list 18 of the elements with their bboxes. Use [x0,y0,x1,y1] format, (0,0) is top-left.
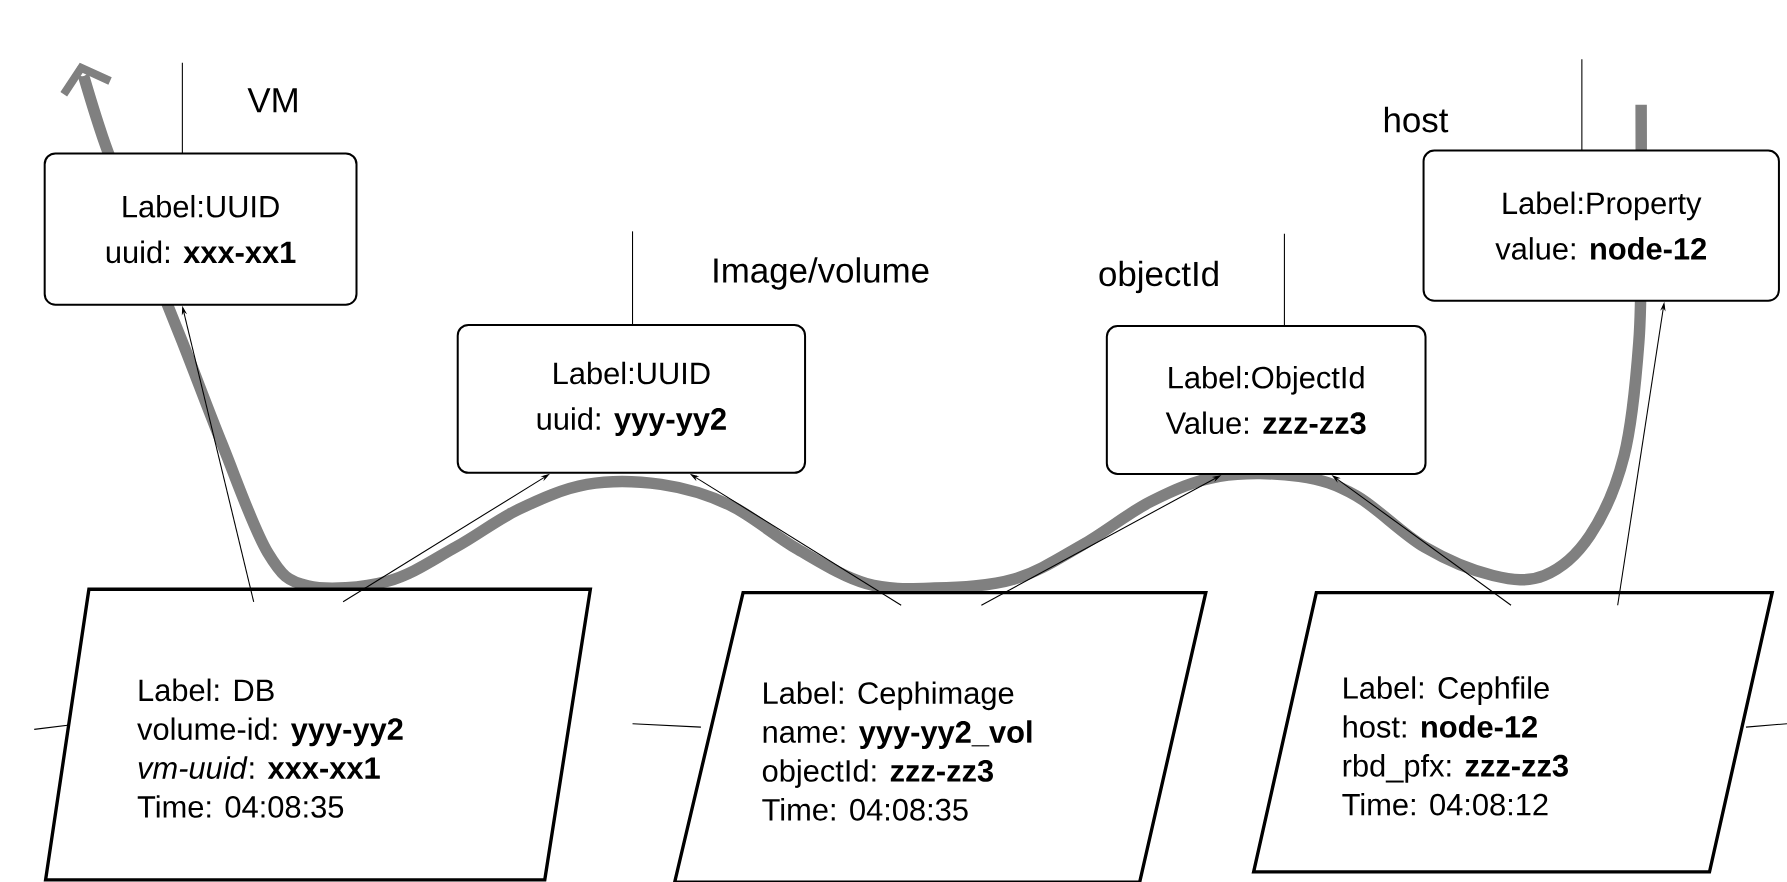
parallelogram-box: Label: DB volume-id: yyy-yy2 vm-uuid: xxx-xx1 Time: 04:08:35 [43,587,593,882]
node-label: Time: 04:08:35 [762,797,968,821]
record-box: Label:ObjectId Value: zzz-zz3 [1105,325,1427,475]
parallelogram-box: Label: Cephfile host: node-12 rbd_pfx: zzz-zz3 Time: 04:08:12 [1251,590,1775,874]
node-caption: host [1384,106,1449,133]
record-box: Label:Property value: node-12 [1422,149,1780,302]
node-label: Time: 04:08:35 [137,795,344,818]
node-caption: Image/volume [714,257,929,290]
node-caption: objectId [1099,260,1218,294]
node-label: vm-uuid: xxx-xx1 [138,756,380,779]
record-box: Label:UUID uuid: xxx-xx1 [43,152,358,306]
node-label: Label: DB [139,678,274,702]
node-label: volume-id: yyy-yy2 [137,717,403,747]
node-label: name: yyy-yy2_vol [763,720,1032,749]
node-label: objectId: zzz-zz3 [762,759,993,788]
record-box: Label:UUID uuid: yyy-yy2 [456,323,807,474]
node-label: Label: Cephimage [764,681,1014,711]
node-caption: VM [247,88,297,113]
